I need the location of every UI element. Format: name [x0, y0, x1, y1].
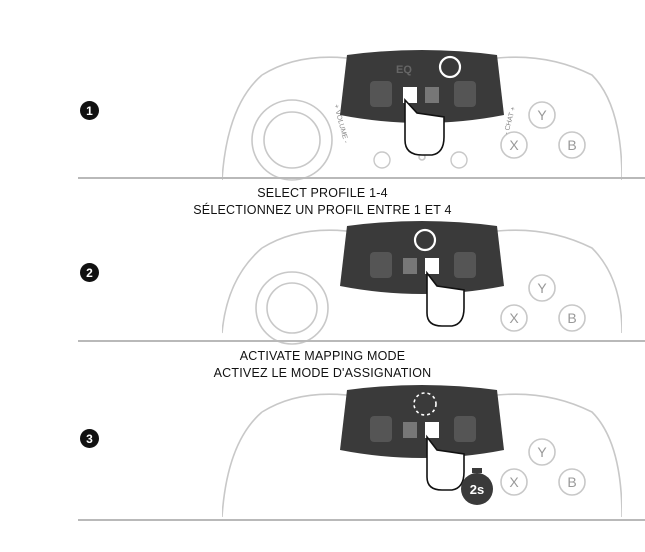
controller-illustration-step-1: Y X B + VOLUME - - CHAT + EQ — [222, 50, 622, 181]
step-number-badge-3: 3 — [80, 429, 99, 448]
step-divider-3 — [78, 519, 645, 521]
face-button-x: X — [509, 310, 519, 326]
control-panel — [340, 221, 504, 294]
face-button-x: X — [509, 137, 519, 153]
view-button — [373, 151, 391, 169]
step-divider-1 — [78, 177, 645, 179]
mode-indicator-highlight — [438, 55, 462, 79]
controller-illustration-step-3: Y X B 2s — [222, 385, 622, 518]
blinking-indicator-icon — [413, 392, 437, 416]
face-button-b: B — [567, 310, 576, 326]
step-number-badge-1: 1 — [80, 101, 99, 120]
hold-time-label: 2s — [470, 482, 484, 497]
face-button-y: Y — [537, 107, 547, 123]
chat-label: - CHAT + — [503, 106, 517, 136]
face-buttons — [500, 101, 586, 159]
controller-body — [222, 393, 622, 518]
timer-icon: 2s — [461, 468, 493, 505]
face-button-x: X — [509, 474, 519, 490]
controller-body — [222, 229, 622, 345]
controller-body — [222, 56, 622, 181]
step-3-caption-fr: ACTIVEZ LE MODE D'ASSIGNATION — [213, 366, 432, 380]
pointing-hand — [426, 270, 465, 327]
face-button-y: Y — [537, 444, 547, 460]
step-divider-2 — [78, 340, 645, 342]
face-buttons — [500, 274, 586, 332]
control-panel — [340, 385, 504, 458]
menu-button — [450, 151, 468, 169]
pointing-hand — [404, 97, 445, 156]
step-2-caption-en: SELECT PROFILE 1-4 — [257, 186, 388, 200]
step-number-badge-2: 2 — [80, 263, 99, 282]
step-2-caption-fr: SÉLECTIONNEZ UN PROFIL ENTRE 1 ET 4 — [193, 203, 452, 217]
face-button-y: Y — [537, 280, 547, 296]
face-buttons — [500, 438, 586, 496]
face-button-b: B — [567, 474, 576, 490]
controller-illustration-step-2: Y X B — [222, 221, 622, 345]
face-button-b: B — [567, 137, 576, 153]
pointing-hand — [426, 434, 465, 491]
profile-indicator-highlight — [413, 228, 437, 252]
eq-label: EQ — [396, 64, 412, 76]
step-3-caption-en: ACTIVATE MAPPING MODE — [239, 349, 406, 363]
control-panel: EQ — [340, 50, 504, 123]
